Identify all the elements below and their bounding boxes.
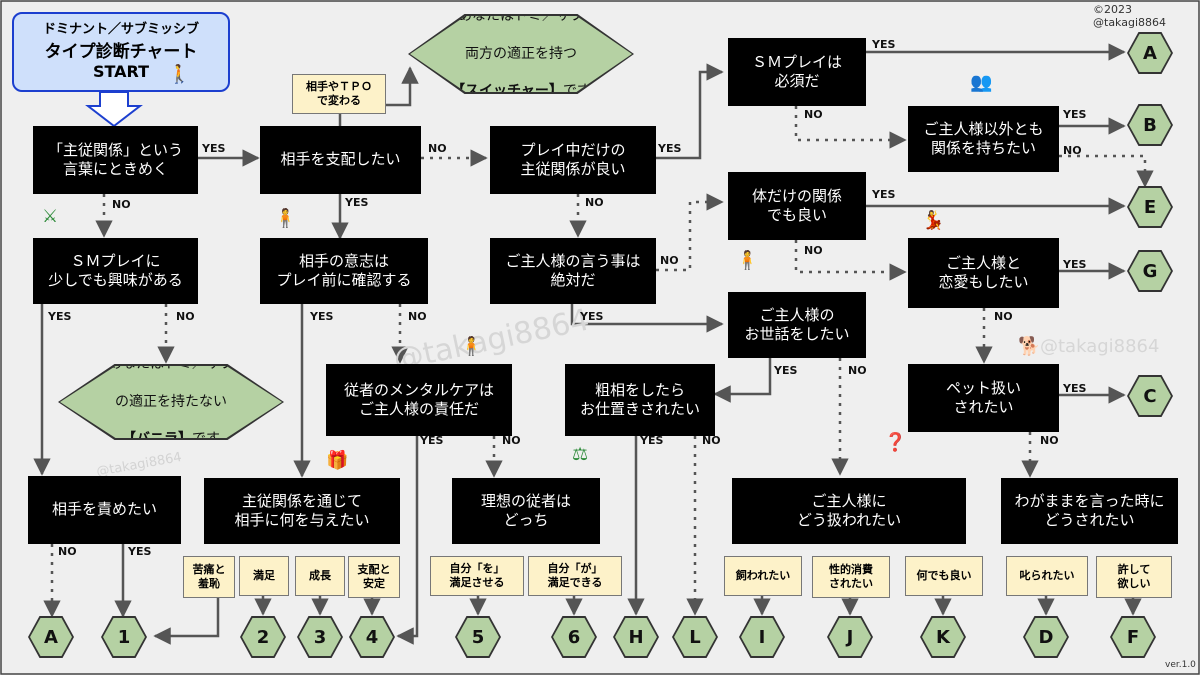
- question-person-icon: ❓: [884, 432, 907, 453]
- no-label: NO: [660, 254, 679, 267]
- no-label: NO: [408, 310, 427, 323]
- tag-growth: 成長: [295, 556, 345, 596]
- no-label: NO: [702, 434, 721, 447]
- question-body-only: 体だけの関係 でも良い: [728, 172, 866, 240]
- watermark-text-small: @takagi8864: [1040, 336, 1159, 357]
- yes-label: YES: [345, 196, 369, 209]
- yes-label: YES: [1063, 258, 1087, 271]
- question-take-care: ご主人様の お世話をしたい: [728, 292, 866, 358]
- yes-label: YES: [202, 142, 226, 155]
- no-label: NO: [1040, 434, 1059, 447]
- vanilla-line2: の適正を持たない: [115, 393, 227, 410]
- question-pet-treatment: ペット扱い されたい: [908, 364, 1059, 432]
- yes-label: YES: [310, 310, 334, 323]
- yes-label: YES: [128, 545, 152, 558]
- no-label: NO: [502, 434, 521, 447]
- thinking-person-icon: 🧍: [460, 336, 483, 357]
- question-sm-required: ＳＭプレイは 必須だ: [728, 38, 866, 106]
- yes-label: YES: [658, 142, 682, 155]
- yes-label: YES: [420, 434, 444, 447]
- couple-icon: 💃: [922, 210, 945, 231]
- no-label: NO: [1063, 144, 1082, 157]
- vanilla-tail: です: [192, 431, 220, 448]
- no-label: NO: [176, 310, 195, 323]
- question-ideal-servant: 理想の従者は どっち: [452, 478, 600, 544]
- yes-label: YES: [872, 38, 896, 51]
- start-label: START: [92, 62, 150, 81]
- tag-anything: 何でも良い: [905, 556, 983, 596]
- yes-label: YES: [48, 310, 72, 323]
- tag-depends-tpo: 相手やＴＰＯ で変わる: [292, 74, 386, 114]
- yes-label: YES: [774, 364, 798, 377]
- scales-icon: ⚖: [572, 444, 589, 465]
- walking-person-icon: 🚶: [168, 64, 191, 85]
- tag-control-stability: 支配と 安定: [348, 556, 400, 598]
- question-want-to-torment: 相手を責めたい: [28, 476, 181, 544]
- tag-be-forgiven: 許して 欲しい: [1096, 556, 1172, 598]
- copyright: ©2023 @takagi8864: [1093, 3, 1167, 29]
- terminal-J: J: [827, 616, 873, 658]
- question-romance: ご主人様と 恋愛もしたい: [908, 238, 1059, 308]
- no-label: NO: [585, 196, 604, 209]
- question-sm-interest: ＳＭプレイに 少しでも興味がある: [33, 238, 198, 304]
- question-what-to-give: 主従関係を通じて 相手に何を与えたい: [204, 478, 400, 544]
- start-box: ドミナント／サブミッシブ タイプ診断チャート START: [12, 12, 230, 92]
- terminal-H: H: [613, 616, 659, 658]
- question-master-absolute: ご主人様の言う事は 絶対だ: [490, 238, 656, 304]
- no-label: NO: [994, 310, 1013, 323]
- switcher-tail: です: [562, 83, 591, 100]
- yes-label: YES: [580, 310, 604, 323]
- terminal-I: I: [739, 616, 785, 658]
- question-others-relation: ご主人様以外とも 関係を持ちたい: [908, 106, 1059, 172]
- tag-sexual-use: 性的消費 されたい: [812, 556, 890, 598]
- question-master-servant: 「主従関係」という 言葉にときめく: [33, 126, 198, 194]
- no-label: NO: [804, 244, 823, 257]
- yes-label: YES: [1063, 382, 1087, 395]
- terminal-K: K: [920, 616, 966, 658]
- question-punishment: 粗相をしたら お仕置きされたい: [565, 364, 715, 436]
- switcher-line1: あなたはドミ／サブ: [458, 7, 584, 24]
- terminal-2: 2: [240, 616, 286, 658]
- yes-label: YES: [640, 434, 664, 447]
- tag-satisfy-me: 自分「を」 満足させる: [430, 556, 524, 596]
- switcher-line2: 両方の適正を持つ: [465, 45, 577, 62]
- question-play-only: プレイ中だけの 主従関係が良い: [490, 126, 656, 194]
- pet-person-icon: 🐕: [1018, 336, 1041, 357]
- question-confirm-consent: 相手の意志は プレイ前に確認する: [260, 238, 428, 304]
- start-line1: ドミナント／サブミッシブ: [42, 22, 199, 37]
- tag-i-am-satisfied: 自分「が」 満足できる: [528, 556, 622, 596]
- tag-be-scolded: 叱られたい: [1006, 556, 1088, 596]
- yes-label: YES: [872, 188, 896, 201]
- whip-figures-icon: ⚔: [42, 206, 59, 227]
- vanilla-name: 【バニラ】: [122, 431, 192, 448]
- group-people-icon: 👥: [970, 72, 993, 93]
- question-how-treated: ご主人様に どう扱われたい: [732, 478, 966, 544]
- version-label: ver.1.0: [1165, 660, 1196, 670]
- tag-be-kept: 飼われたい: [724, 556, 802, 596]
- no-label: NO: [848, 364, 867, 377]
- no-label: NO: [804, 108, 823, 121]
- question-selfish-reaction: わがままを言った時に どうされたい: [1001, 478, 1178, 544]
- start-title: タイプ診断チャート: [44, 42, 198, 62]
- no-label: NO: [428, 142, 447, 155]
- no-label: NO: [112, 198, 131, 211]
- pointer-person-icon: 🧍: [274, 208, 297, 229]
- switcher-name: 【スイッチャー】: [451, 83, 563, 100]
- no-label: NO: [58, 545, 77, 558]
- tag-pain-shame: 苦痛と 羞恥: [183, 556, 235, 598]
- vanilla-line1: あなたはドミ／サブ: [108, 366, 234, 374]
- terminal-L: L: [672, 616, 718, 658]
- yes-label: YES: [1063, 108, 1087, 121]
- question-mental-care: 従者のメンタルケアは ご主人様の責任だ: [326, 364, 512, 436]
- terminal-6: 6: [551, 616, 597, 658]
- gift-person-icon: 🎁: [326, 450, 349, 471]
- care-person-icon: 🧍: [736, 250, 759, 271]
- tag-satisfaction: 満足: [239, 556, 289, 596]
- question-want-to-dominate: 相手を支配したい: [260, 126, 421, 194]
